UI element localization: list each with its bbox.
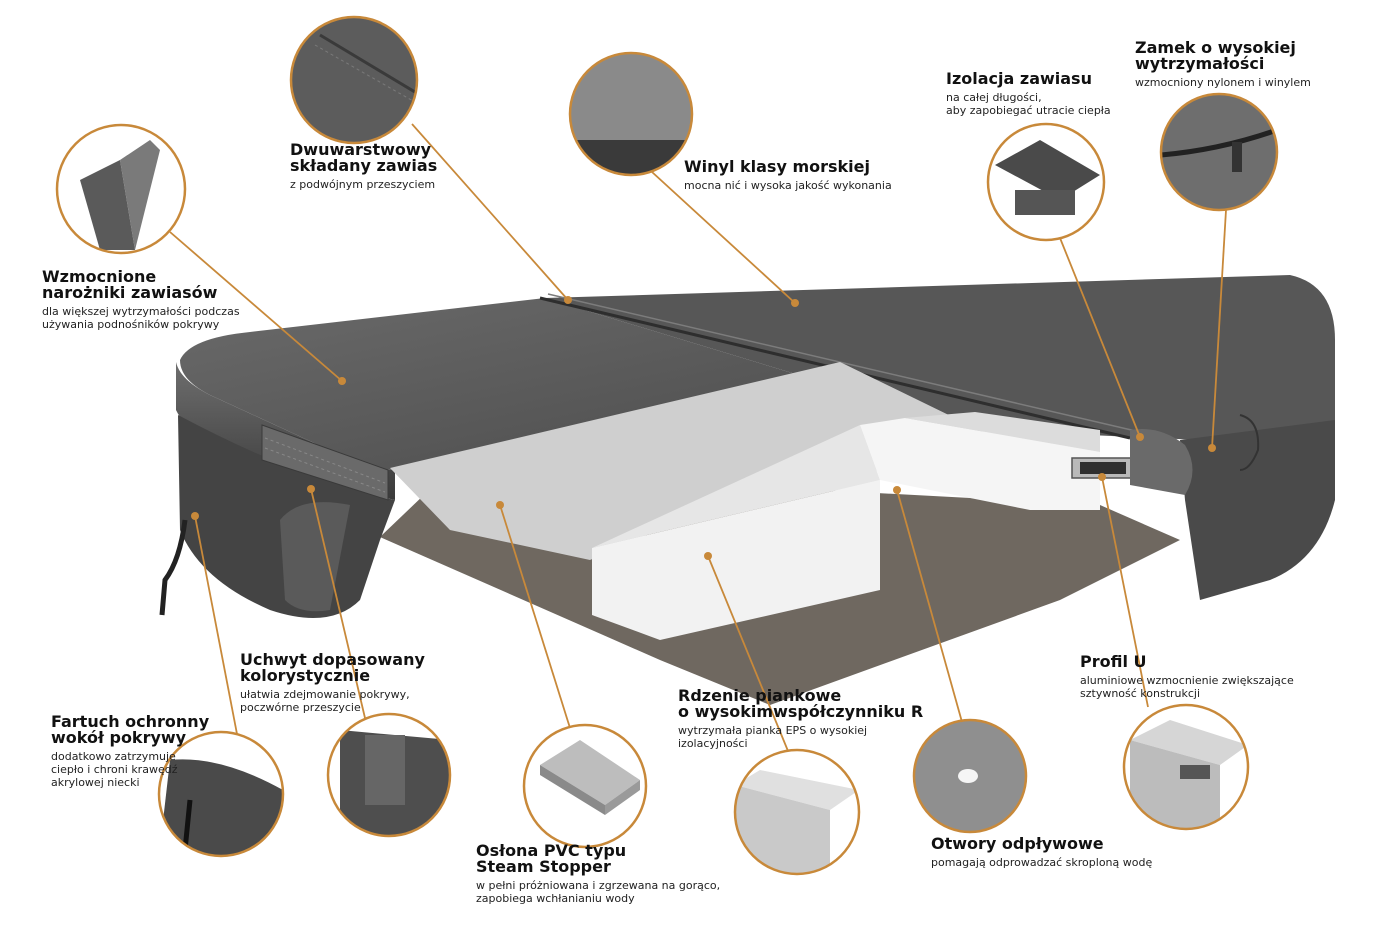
callout-title-line: Izolacja zawiasu: [946, 69, 1092, 88]
callout-title-line: Winyl klasy morskiej: [684, 157, 870, 176]
detail-circle-handle: [326, 712, 452, 838]
callout-description: akrylowej niecki: [51, 776, 140, 789]
callout-hinge: Dwuwarstwowy składany zawias z podwójnym…: [290, 140, 438, 192]
leader-vinyl: [651, 171, 796, 304]
leader-zipper: [1211, 209, 1227, 449]
callout-drain: Otwory odpływowe pomagają odprowadzać sk…: [931, 834, 1153, 870]
callout-description: poczwórne przeszycie: [240, 701, 361, 714]
leader-drain: [896, 489, 963, 723]
cover-body: [159, 275, 1335, 705]
callout-skirt: Fartuch ochronny wokół pokrywy dodatkowo…: [51, 712, 210, 790]
detail-circle-zipper: [1159, 92, 1279, 212]
detail-circle-corners: [55, 123, 187, 255]
anchor-dots: [191, 296, 1216, 560]
callout-description: wzmocniony nylonem i winylem: [1135, 76, 1311, 89]
detail-circle-hinge-insulation: [986, 122, 1106, 242]
callout-description: sztywność konstrukcji: [1080, 687, 1201, 700]
callout-title-line: Osłona PVC typu: [476, 841, 627, 860]
detail-circle-drain: [912, 718, 1028, 834]
callout-title-line: Steam Stopper: [476, 857, 611, 876]
leader-lines: [169, 123, 1227, 752]
callout-title-line: Dwuwarstwowy: [290, 140, 432, 159]
callout-description: dodatkowo zatrzymuje: [51, 750, 176, 763]
callout-description: aby zapobiegać utracie ciepła: [946, 104, 1111, 117]
callout-pvc: Osłona PVC typu Steam Stopper w pełni pr…: [476, 841, 721, 906]
callout-description: aluminiowe wzmocnienie zwiększające: [1080, 674, 1294, 687]
callout-title-line: narożniki zawiasów: [42, 283, 218, 302]
callout-description: zapobiega wchłanianiu wody: [476, 892, 635, 905]
callout-vinyl: Winyl klasy morskiej mocna nić i wysoka …: [684, 157, 892, 193]
callout-profile-u: Profil U aluminiowe wzmocnienie zwiększa…: [1080, 652, 1294, 701]
callout-title-line: Uchwyt dopasowany: [240, 650, 425, 669]
callout-title-line: Rdzenie piankowe: [678, 686, 842, 705]
callout-description: ciepło i chroni krawędź: [51, 763, 178, 776]
detail-circle-pvc: [522, 723, 648, 849]
cover-side-right: [1180, 420, 1335, 600]
callout-title-line: Profil U: [1080, 652, 1147, 671]
callout-title-line: Zamek o wysokiej: [1135, 38, 1296, 57]
detail-circle-hinge: [289, 15, 419, 145]
callout-description: na całej długości,: [946, 91, 1042, 104]
cover-top-right: [545, 275, 1335, 440]
leader-hinge-insulation: [1059, 237, 1141, 438]
detail-circle-profile-u: [1122, 703, 1250, 831]
callout-title-line: wokół pokrywy: [51, 728, 187, 747]
callout-corners: Wzmocnione narożniki zawiasów dla większ…: [42, 267, 240, 332]
detail-circle-vinyl: [568, 51, 694, 177]
callout-description: wytrzymała pianka EPS o wysokiej: [678, 724, 868, 737]
foam-core-front: [592, 480, 880, 640]
callout-title-line: o wysokimwspółczynniku R: [678, 702, 924, 721]
leader-hinge: [411, 123, 569, 301]
detail-circle-skirt: [157, 730, 285, 858]
callout-handle: Uchwyt dopasowany kolorystycznie ułatwia…: [240, 650, 425, 715]
leader-foam: [707, 555, 789, 752]
leader-skirt: [194, 515, 238, 735]
callout-title-line: składany zawias: [290, 156, 438, 175]
leader-pvc: [499, 504, 571, 729]
pvc-shield-layer: [390, 362, 1000, 560]
callout-foam: Rdzenie piankowe o wysokimwspółczynniku …: [678, 686, 924, 751]
callout-hinge-insulation: Izolacja zawiasu na całej długości, aby …: [946, 69, 1111, 118]
leader-handle: [310, 488, 366, 719]
callout-description: używania podnośników pokrywy: [42, 318, 220, 331]
foam-core-upper: [860, 418, 1100, 510]
leader-corners: [169, 231, 343, 382]
callout-zipper: Zamek o wysokiej wytrzymałości wzmocnion…: [1135, 38, 1311, 90]
callout-description: pomagają odprowadzać skroploną wodę: [931, 856, 1153, 869]
callout-title-line: kolorystycznie: [240, 666, 371, 685]
leader-profile-u: [1101, 476, 1149, 708]
callout-description: dla większej wytrzymałości podczas: [42, 305, 240, 318]
detail-circle-foam: [733, 748, 861, 876]
callout-description: z podwójnym przeszyciem: [290, 178, 436, 191]
callout-description: w pełni próżniowana i zgrzewana na gorąc…: [476, 879, 721, 892]
callout-title-line: wytrzymałości: [1135, 54, 1265, 73]
callout-title-line: Fartuch ochronny: [51, 712, 210, 731]
callout-description: izolacyjności: [678, 737, 748, 750]
callout-description: ułatwia zdejmowanie pokrywy,: [240, 688, 410, 701]
callout-title-line: Wzmocnione: [42, 267, 157, 286]
callout-title-line: Otwory odpływowe: [931, 834, 1104, 853]
tie-down-strap: [159, 519, 188, 616]
callout-description: mocna nić i wysoka jakość wykonania: [684, 179, 892, 192]
